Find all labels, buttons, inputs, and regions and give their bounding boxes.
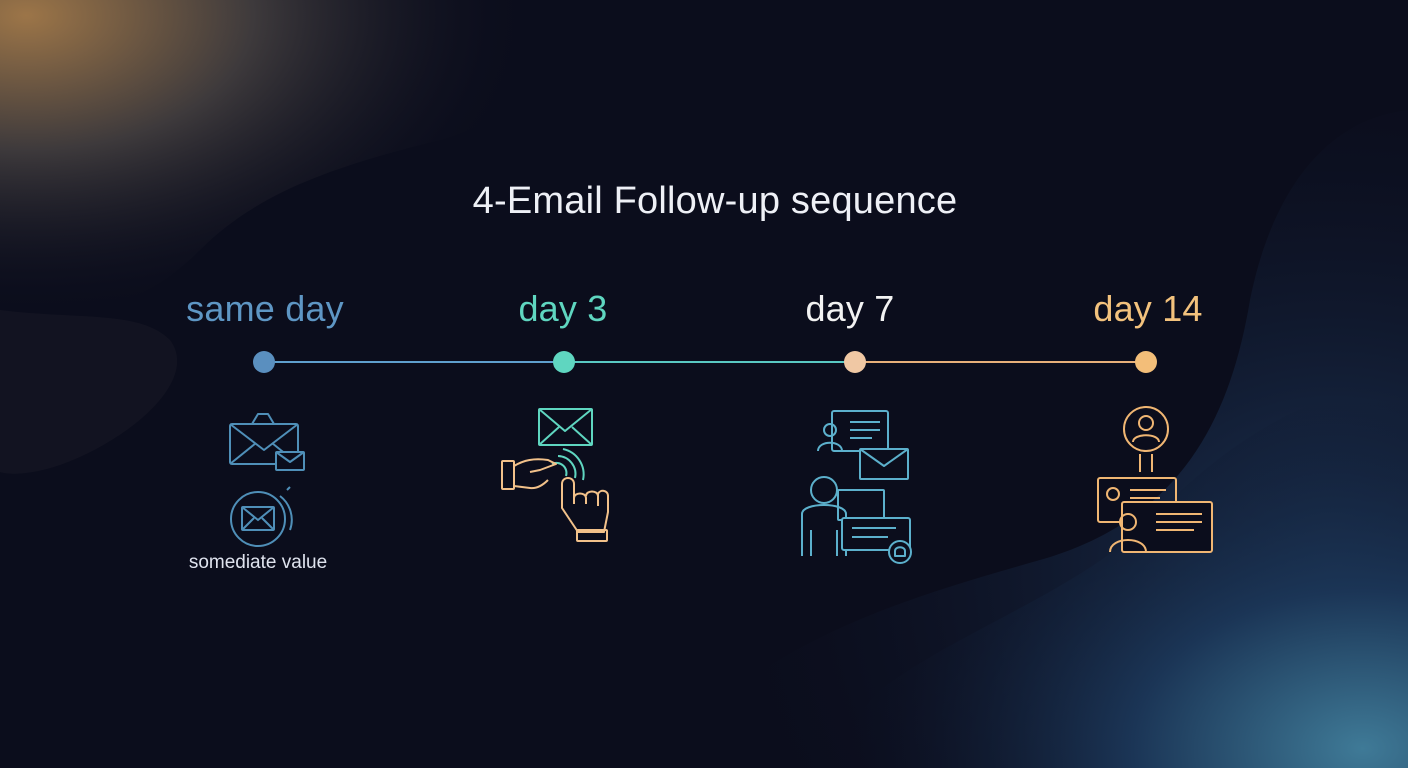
timeline-node-day-3 [553, 351, 575, 373]
page-title: 4-Email Follow-up sequence [472, 180, 958, 222]
step-caption-same-day: somediate value [188, 552, 328, 573]
envelope-tap-hand-icon [501, 408, 609, 542]
step-label-day-7: day 7 [805, 288, 895, 329]
step-label-same-day: same day [186, 288, 344, 329]
circled-envelope-icon [230, 486, 293, 547]
envelope-icon [229, 413, 305, 471]
step-label-day-3: day 3 [518, 288, 608, 329]
person-profile-cards-icon [1097, 406, 1213, 553]
timeline-node-same-day [253, 351, 275, 373]
profile-cards-envelope-icon [801, 410, 912, 564]
timeline-node-day-7 [844, 351, 866, 373]
step-label-day-14: day 14 [1093, 288, 1203, 329]
timeline-node-day-14 [1135, 351, 1157, 373]
